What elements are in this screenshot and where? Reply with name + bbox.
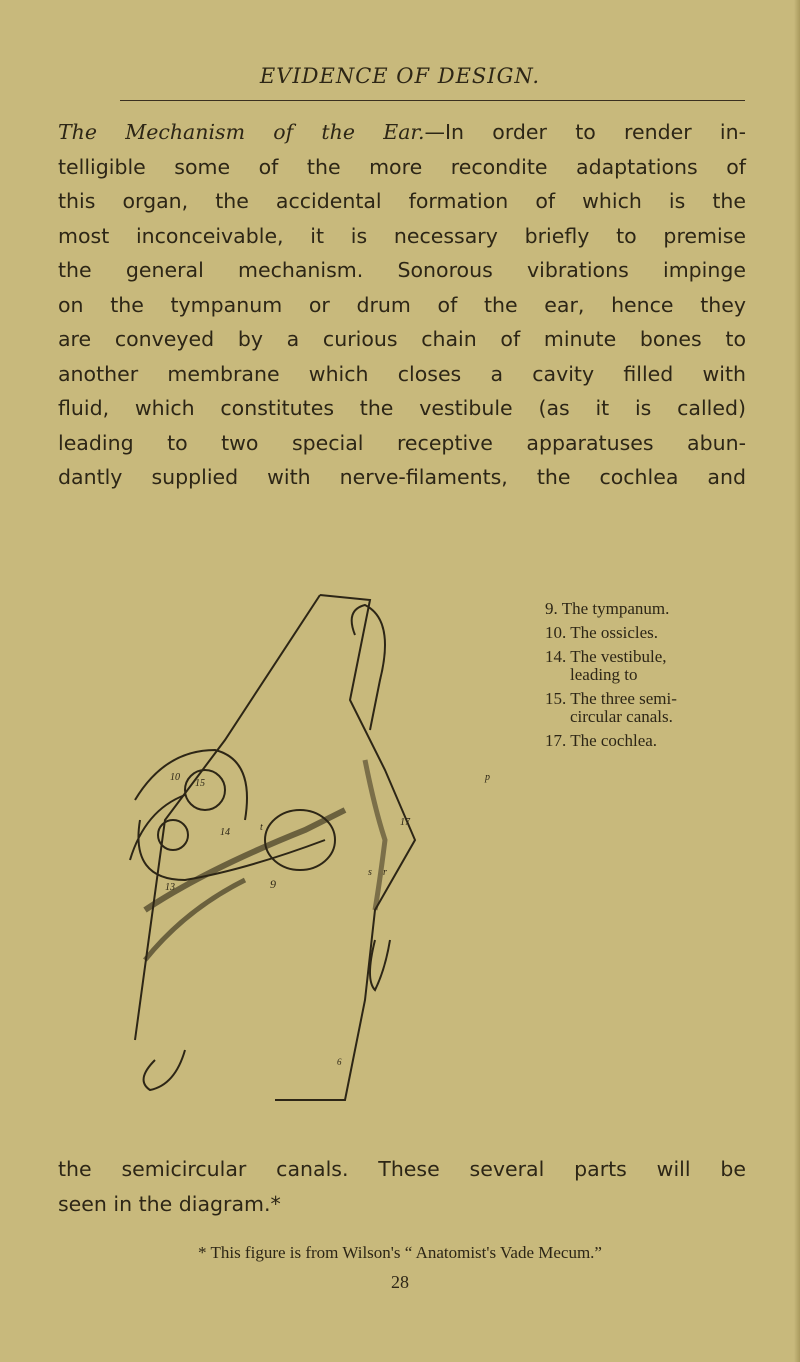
- body-line: fluid, which constitutes the vestibule (…: [58, 396, 746, 420]
- legend-num: 17.: [545, 731, 567, 750]
- label-10: 10: [170, 772, 180, 783]
- label-6: 6: [337, 1057, 342, 1067]
- legend-num: 9.: [545, 599, 558, 618]
- ear-outline: [275, 594, 417, 1101]
- legend-item: 15. The three semi-circular canals.: [545, 688, 677, 727]
- legend-item: 10. The ossicles.: [545, 622, 677, 643]
- body-text: —In order to render in-: [424, 120, 747, 144]
- body-line: the general mechanism. Sonorous vibratio…: [58, 258, 746, 282]
- body-line: this organ, the accidental formation of …: [58, 189, 746, 213]
- legend-num: 10.: [545, 623, 567, 642]
- label-9: 9: [270, 877, 276, 891]
- legend-item: 14. The vestibule,leading to: [545, 646, 677, 685]
- footnote: * This figure is from Wilson's “ Anatomi…: [198, 1243, 602, 1262]
- ear-diagram: 15 14 9 10 17 13 p s r t 6: [129, 594, 490, 1101]
- label-15: 15: [195, 778, 205, 789]
- label-14: 14: [220, 827, 230, 838]
- legend-text: The cochlea.: [570, 731, 658, 750]
- header-rule: [120, 100, 745, 101]
- body-line: seen in the diagram.*: [58, 1192, 281, 1216]
- section-heading: The Mechanism of the Ear.: [58, 120, 425, 144]
- running-header: EVIDENCE OF DESIGN.: [259, 64, 541, 88]
- legend-text-cont: circular canals.: [570, 707, 673, 726]
- label-s: s: [368, 867, 372, 878]
- page-edge: [794, 0, 800, 1362]
- label-17: 17: [400, 817, 411, 828]
- body-line: are conveyed by a curious chain of minut…: [58, 327, 746, 351]
- figure-legend: 9. The tympanum. 10. The ossicles. 14. T…: [545, 598, 677, 754]
- body-line: The Mechanism of the Ear.—In order to re…: [58, 120, 746, 144]
- page-number: 28: [391, 1272, 409, 1292]
- legend-item: 9. The tympanum.: [545, 598, 677, 619]
- body-line: most inconceivable, it is necessary brie…: [58, 224, 746, 248]
- legend-num: 14.: [545, 647, 567, 666]
- label-r: r: [383, 867, 387, 878]
- legend-text: The three semi-: [570, 689, 677, 708]
- body-line: dantly supplied with nerve-filaments, th…: [58, 465, 746, 489]
- body-line: another membrane which closes a cavity f…: [58, 362, 746, 386]
- legend-text: The tympanum.: [561, 599, 670, 618]
- label-13: 13: [165, 882, 175, 893]
- body-line: on the tympanum or drum of the ear, henc…: [58, 293, 746, 317]
- canals: [350, 603, 386, 731]
- body-line: leading to two special receptive apparat…: [58, 431, 746, 455]
- body-line: the semicircular canals. These several p…: [58, 1157, 746, 1181]
- legend-text: The vestibule,: [570, 647, 667, 666]
- legend-num: 15.: [545, 689, 567, 708]
- legend-text-cont: leading to: [570, 665, 638, 684]
- label-p: p: [484, 772, 490, 783]
- body-line: telligible some of the more recondite ad…: [58, 155, 746, 179]
- legend-text: The ossicles.: [570, 623, 659, 642]
- legend-item: 17. The cochlea.: [545, 730, 677, 751]
- label-t: t: [260, 822, 263, 833]
